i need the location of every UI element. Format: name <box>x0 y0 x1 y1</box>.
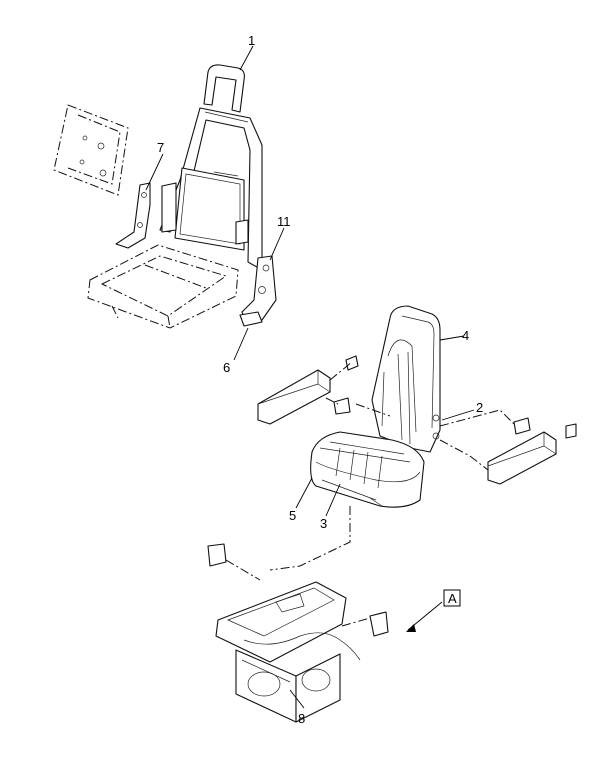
callout-1: 1 <box>248 33 255 48</box>
callout-3: 3 <box>320 516 327 531</box>
callout-4: 4 <box>462 328 469 343</box>
callout-labels: 1 7 11 6 4 2 5 3 8 <box>157 33 483 726</box>
view-label-A: A <box>448 591 457 606</box>
left-recliner-bracket <box>115 182 151 249</box>
right-recliner-bracket <box>239 255 277 327</box>
callout-11: 11 <box>277 214 291 229</box>
seat-back-frame <box>159 64 263 271</box>
callout-6: 6 <box>223 360 230 375</box>
leader-lines <box>145 45 475 709</box>
callout-2: 2 <box>476 400 483 415</box>
assembled-seat <box>310 305 441 508</box>
seat-back-panel <box>53 104 129 196</box>
seat-cushion-pan <box>87 244 239 329</box>
seat-base-suspension <box>207 506 389 723</box>
view-label-box: A <box>443 589 461 607</box>
left-armrest <box>257 355 391 425</box>
right-armrest <box>439 409 577 485</box>
callout-5: 5 <box>289 508 296 523</box>
callout-8: 8 <box>298 711 305 726</box>
callout-7: 7 <box>157 140 164 155</box>
